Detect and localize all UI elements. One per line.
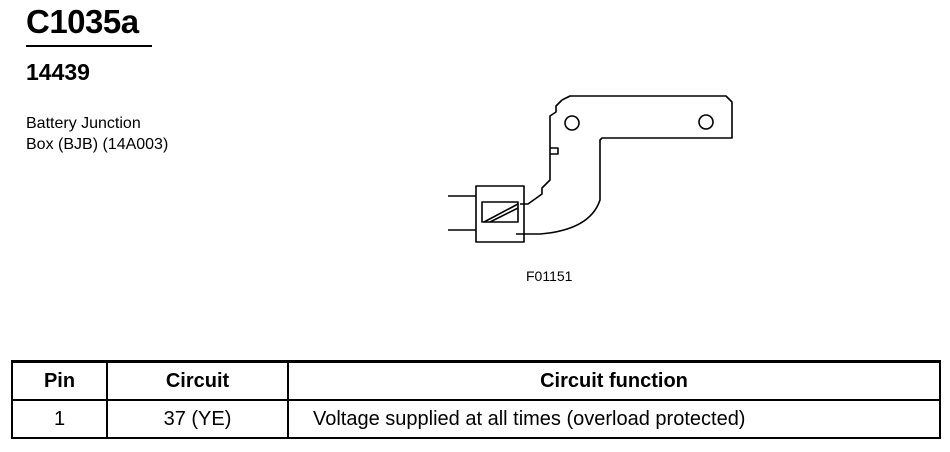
connector-housing: [475, 185, 525, 243]
table-header-row: Pin Circuit Circuit function: [11, 360, 941, 401]
connector-id: C1035a: [26, 3, 139, 40]
connector-diagram: [448, 95, 733, 243]
component-description: Battery Junction Box (BJB) (14A003): [26, 113, 168, 155]
header-pin: Pin: [11, 360, 108, 401]
description-line-2: Box (BJB) (14A003): [26, 136, 169, 153]
header-circuit-function: Circuit function: [287, 360, 941, 401]
pin-table: Pin Circuit Circuit function 1 37 (YE) V…: [11, 360, 941, 439]
table-row: 1 37 (YE) Voltage supplied at all times …: [11, 399, 941, 439]
part-number: 14439: [26, 59, 90, 85]
bracket-left-edge: [520, 99, 563, 205]
cell-circuit-function: Voltage supplied at all times (overload …: [287, 399, 941, 439]
figure-id: F01151: [526, 268, 573, 284]
header-circuit: Circuit: [106, 360, 289, 401]
mounting-hole-left: [564, 115, 580, 131]
connector-inner: [481, 201, 519, 223]
cell-pin: 1: [11, 399, 108, 439]
bracket-outline: [516, 95, 733, 235]
title-underline: [26, 45, 152, 47]
bracket-notch: [550, 147, 559, 155]
mounting-hole-right: [698, 114, 714, 130]
cell-circuit: 37 (YE): [106, 399, 289, 439]
description-line-1: Battery Junction: [26, 115, 141, 132]
